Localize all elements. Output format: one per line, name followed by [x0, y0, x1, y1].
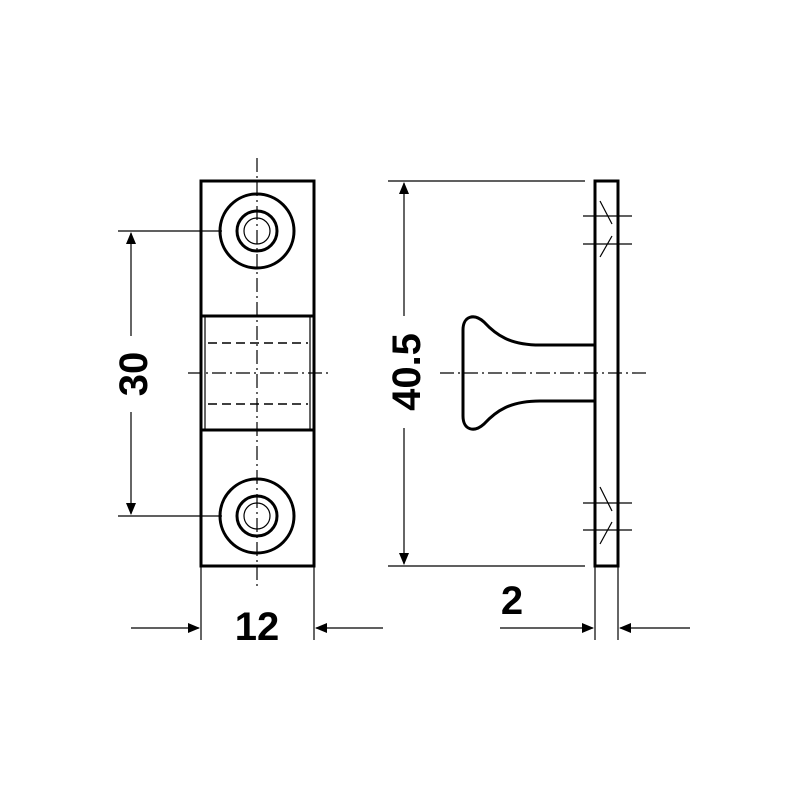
bottom-screw-symbol	[583, 486, 632, 545]
front-view	[188, 158, 328, 590]
plate-width-label: 12	[235, 605, 280, 649]
bottom-screw-hole	[218, 477, 296, 555]
top-screw-symbol	[583, 200, 632, 258]
striker-peg-profile	[461, 315, 595, 431]
plate-height-dimension: 40.5	[381, 180, 585, 567]
hole-spacing-label-mask	[108, 336, 154, 412]
hole-spacing-dimension: 30	[108, 230, 222, 517]
plate-height-label: 40.5	[385, 333, 429, 411]
plate-width-dimension: 12	[131, 566, 383, 649]
plate-height-label-mask	[381, 316, 427, 428]
side-view	[440, 179, 650, 568]
plate-thickness-label: 2	[501, 579, 523, 623]
hole-spacing-label: 30	[112, 352, 156, 397]
plate-thickness-dimension: 2	[500, 566, 690, 640]
